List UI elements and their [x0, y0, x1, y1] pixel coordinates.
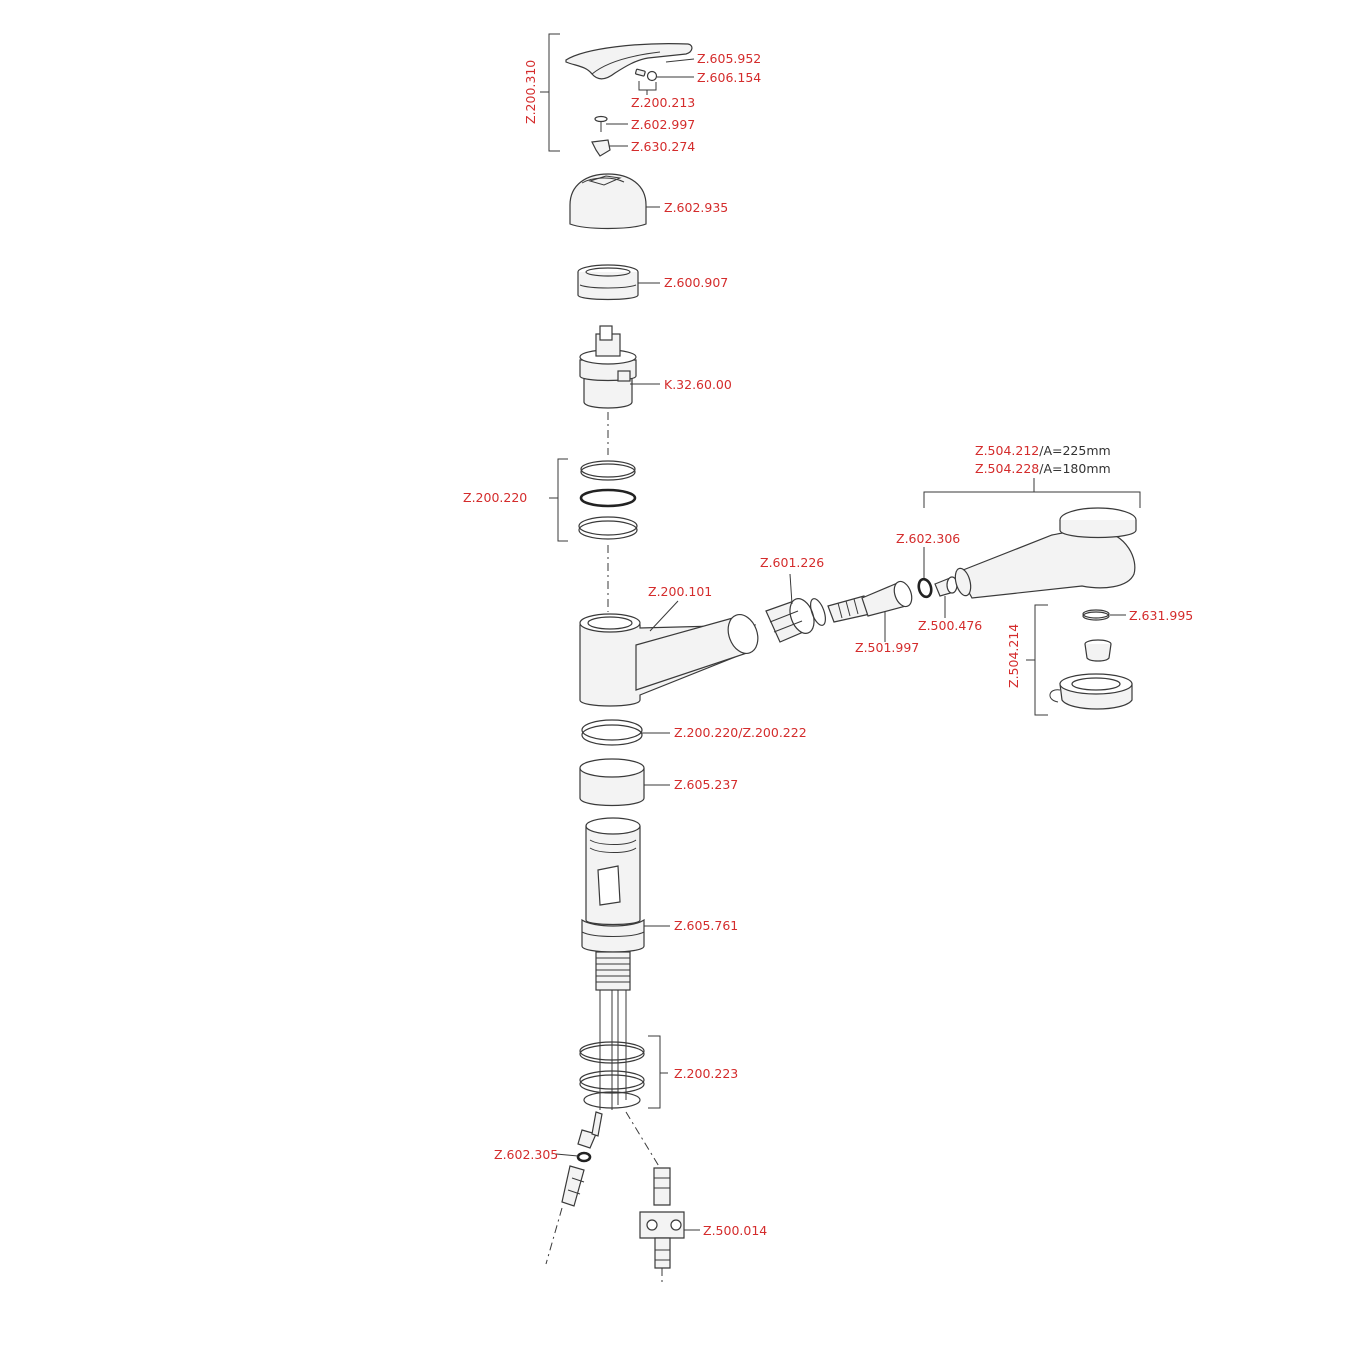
- o-ring-small: [917, 577, 933, 599]
- leader-z200101: [649, 600, 679, 632]
- label-z504214: Z.504.214: [1006, 624, 1021, 688]
- label-z200220: Z.200.220: [463, 490, 527, 505]
- label-z602305: Z.602.305: [494, 1147, 558, 1162]
- bracket-z200220: [549, 458, 568, 542]
- sleeve: [579, 758, 645, 807]
- spray-aerator: [1084, 639, 1112, 662]
- label-z600907: Z.600.907: [664, 275, 728, 290]
- hose-line-right: [625, 1111, 661, 1169]
- label-z200213: Z.200.213: [631, 95, 695, 110]
- label-z200220-222: Z.200.220/Z.200.222: [674, 725, 807, 740]
- housing: [581, 817, 645, 953]
- bracket-z200223: [648, 1035, 668, 1109]
- label-z602306: Z.602.306: [896, 531, 960, 546]
- dome-cap: [569, 173, 647, 230]
- bracket-z504212: [923, 478, 1141, 508]
- check-valve: [934, 576, 958, 597]
- leader-z601226: [789, 573, 793, 605]
- label-z602997: Z.602.997: [631, 117, 695, 132]
- bracket-z200310: [540, 33, 560, 152]
- seal-rings-group: [578, 460, 638, 540]
- cap-nut: [577, 264, 639, 301]
- label-z501997: Z.501.997: [855, 640, 919, 655]
- label-z200223: Z.200.223: [674, 1066, 738, 1081]
- handle-lever: [565, 43, 693, 80]
- label-k326000: K.32.60.00: [664, 377, 732, 392]
- mixer-body: [579, 613, 759, 707]
- mounting-washers: [579, 1041, 645, 1109]
- label-z500014: Z.500.014: [703, 1223, 767, 1238]
- label-z605761: Z.605.761: [674, 918, 738, 933]
- label-z504212: Z.504.212/A=225mm: [975, 443, 1111, 458]
- label-z606154: Z.606.154: [697, 70, 761, 85]
- label-z200310: Z.200.310: [523, 60, 538, 124]
- spray-head: [954, 507, 1137, 599]
- label-z601226: Z.601.226: [760, 555, 824, 570]
- leader-z602305: [555, 1153, 579, 1157]
- screw-part: [594, 115, 608, 132]
- label-z200101: Z.200.101: [648, 584, 712, 599]
- bracket-z504214: [1026, 604, 1048, 716]
- hose-line-left: [545, 1207, 563, 1265]
- label-z504228: Z.504.228/A=180mm: [975, 461, 1111, 476]
- threaded-shank: [595, 951, 631, 1110]
- spray-washer: [1082, 609, 1110, 621]
- label-z605952: Z.605.952: [697, 51, 761, 66]
- bracket-z200213: [638, 81, 657, 95]
- label-z630274: Z.630.274: [631, 139, 695, 154]
- supply-hose-left: [561, 1111, 603, 1207]
- label-z500476: Z.500.476: [918, 618, 982, 633]
- label-z631995: Z.631.995: [1129, 608, 1193, 623]
- spray-face: [1049, 673, 1133, 710]
- grub-screw: [634, 68, 658, 82]
- base-ring: [581, 719, 643, 746]
- cartridge: [579, 325, 637, 409]
- leader-z605952: [665, 58, 695, 63]
- supply-hose-right: [639, 1167, 685, 1269]
- insert-part: [591, 139, 611, 157]
- label-z602935: Z.602.935: [664, 200, 728, 215]
- hose-connector: [827, 580, 913, 623]
- coupling-nut: [765, 598, 826, 643]
- label-z605237: Z.605.237: [674, 777, 738, 792]
